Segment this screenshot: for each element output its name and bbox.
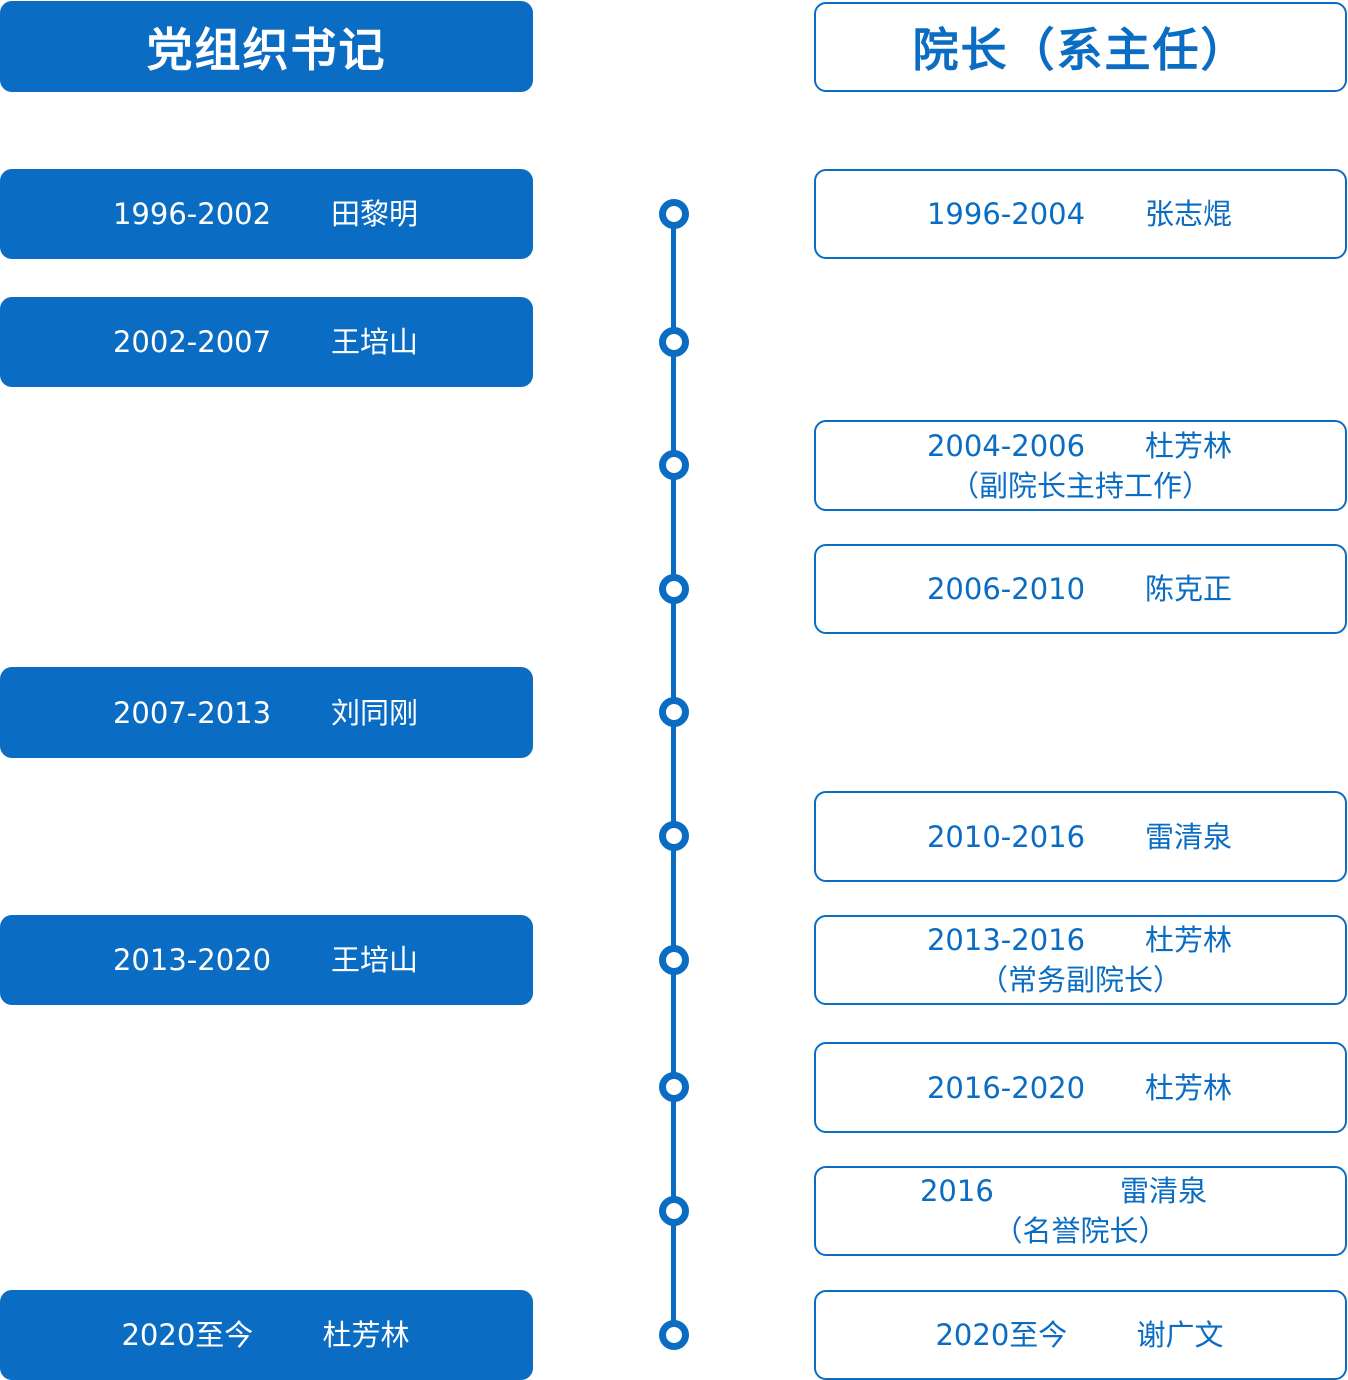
dean-entry: 2016 雷清泉 （名誉院长）: [814, 1166, 1347, 1256]
dean-entry: 2013-2016 杜芳林 （常务副院长）: [814, 915, 1347, 1005]
term-period: 2007-2013: [112, 695, 272, 730]
timeline-node: [659, 821, 689, 851]
person-name: 杜芳林: [1144, 1070, 1232, 1105]
person-name: 陈克正: [1144, 572, 1232, 606]
term-period: 2020至今: [121, 1318, 254, 1352]
person-name: 王培山: [330, 943, 418, 977]
person-name: 杜芳林: [322, 1318, 410, 1352]
person-name: 雷清泉: [1144, 819, 1232, 854]
timeline-node: [659, 327, 689, 357]
person-name: 杜芳林: [1144, 923, 1232, 957]
dean-entry: 2010-2016 雷清泉: [814, 791, 1347, 882]
person-name: 雷清泉: [1119, 1174, 1207, 1208]
party-secretary-header: 党组织书记: [0, 1, 533, 92]
dean-entry: 2016-2020 杜芳林: [814, 1042, 1347, 1133]
person-name: 王培山: [330, 325, 418, 359]
person-name: 刘同刚: [330, 695, 418, 730]
term-period: 2013-2016: [926, 923, 1086, 957]
timeline-axis: [671, 212, 676, 1336]
term-period: 2016-2020: [926, 1070, 1086, 1105]
party-secretary-entry: 2002-2007 王培山: [0, 297, 533, 387]
dean-entry: 2004-2006 杜芳林 （副院长主持工作）: [814, 420, 1347, 511]
role-note: （名誉院长）: [993, 1214, 1168, 1248]
party-secretary-entry: 1996-2002 田黎明: [0, 169, 533, 259]
person-name: 田黎明: [330, 197, 418, 231]
dean-entry: 1996-2004 张志焜: [814, 169, 1347, 259]
term-period: 1996-2004: [926, 197, 1086, 231]
timeline-node: [659, 450, 689, 480]
dean-entry: 2006-2010 陈克正: [814, 544, 1347, 634]
person-name: 谢广文: [1136, 1318, 1224, 1352]
person-name: 杜芳林: [1144, 428, 1232, 463]
role-note: （副院长主持工作）: [949, 468, 1211, 503]
party-secretary-entry: 2020至今 杜芳林: [0, 1290, 533, 1380]
term-period: 2004-2006: [926, 428, 1086, 463]
party-secretary-entry: 2013-2020 王培山: [0, 915, 533, 1005]
dean-header-title: 院长（系主任）: [912, 23, 1249, 77]
dean-header: 院长（系主任）: [814, 2, 1347, 92]
term-period: 2006-2010: [926, 572, 1086, 606]
party-secretary-header-title: 党组织书记: [146, 22, 387, 77]
term-period: 2016: [919, 1174, 994, 1208]
timeline-node: [659, 1320, 689, 1350]
term-period: 2002-2007: [112, 325, 272, 359]
timeline-node: [659, 574, 689, 604]
role-note: （常务副院长）: [978, 963, 1182, 997]
party-secretary-entry: 2007-2013 刘同刚: [0, 667, 533, 758]
timeline-node: [659, 1072, 689, 1102]
timeline-node: [659, 199, 689, 229]
term-period: 1996-2002: [112, 197, 272, 231]
timeline-node: [659, 945, 689, 975]
person-name: 张志焜: [1144, 197, 1232, 231]
timeline-node: [659, 697, 689, 727]
term-period: 2013-2020: [112, 943, 272, 977]
dean-entry: 2020至今 谢广文: [814, 1290, 1347, 1380]
term-period: 2020至今: [935, 1318, 1068, 1352]
timeline-node: [659, 1196, 689, 1226]
term-period: 2010-2016: [926, 819, 1086, 854]
